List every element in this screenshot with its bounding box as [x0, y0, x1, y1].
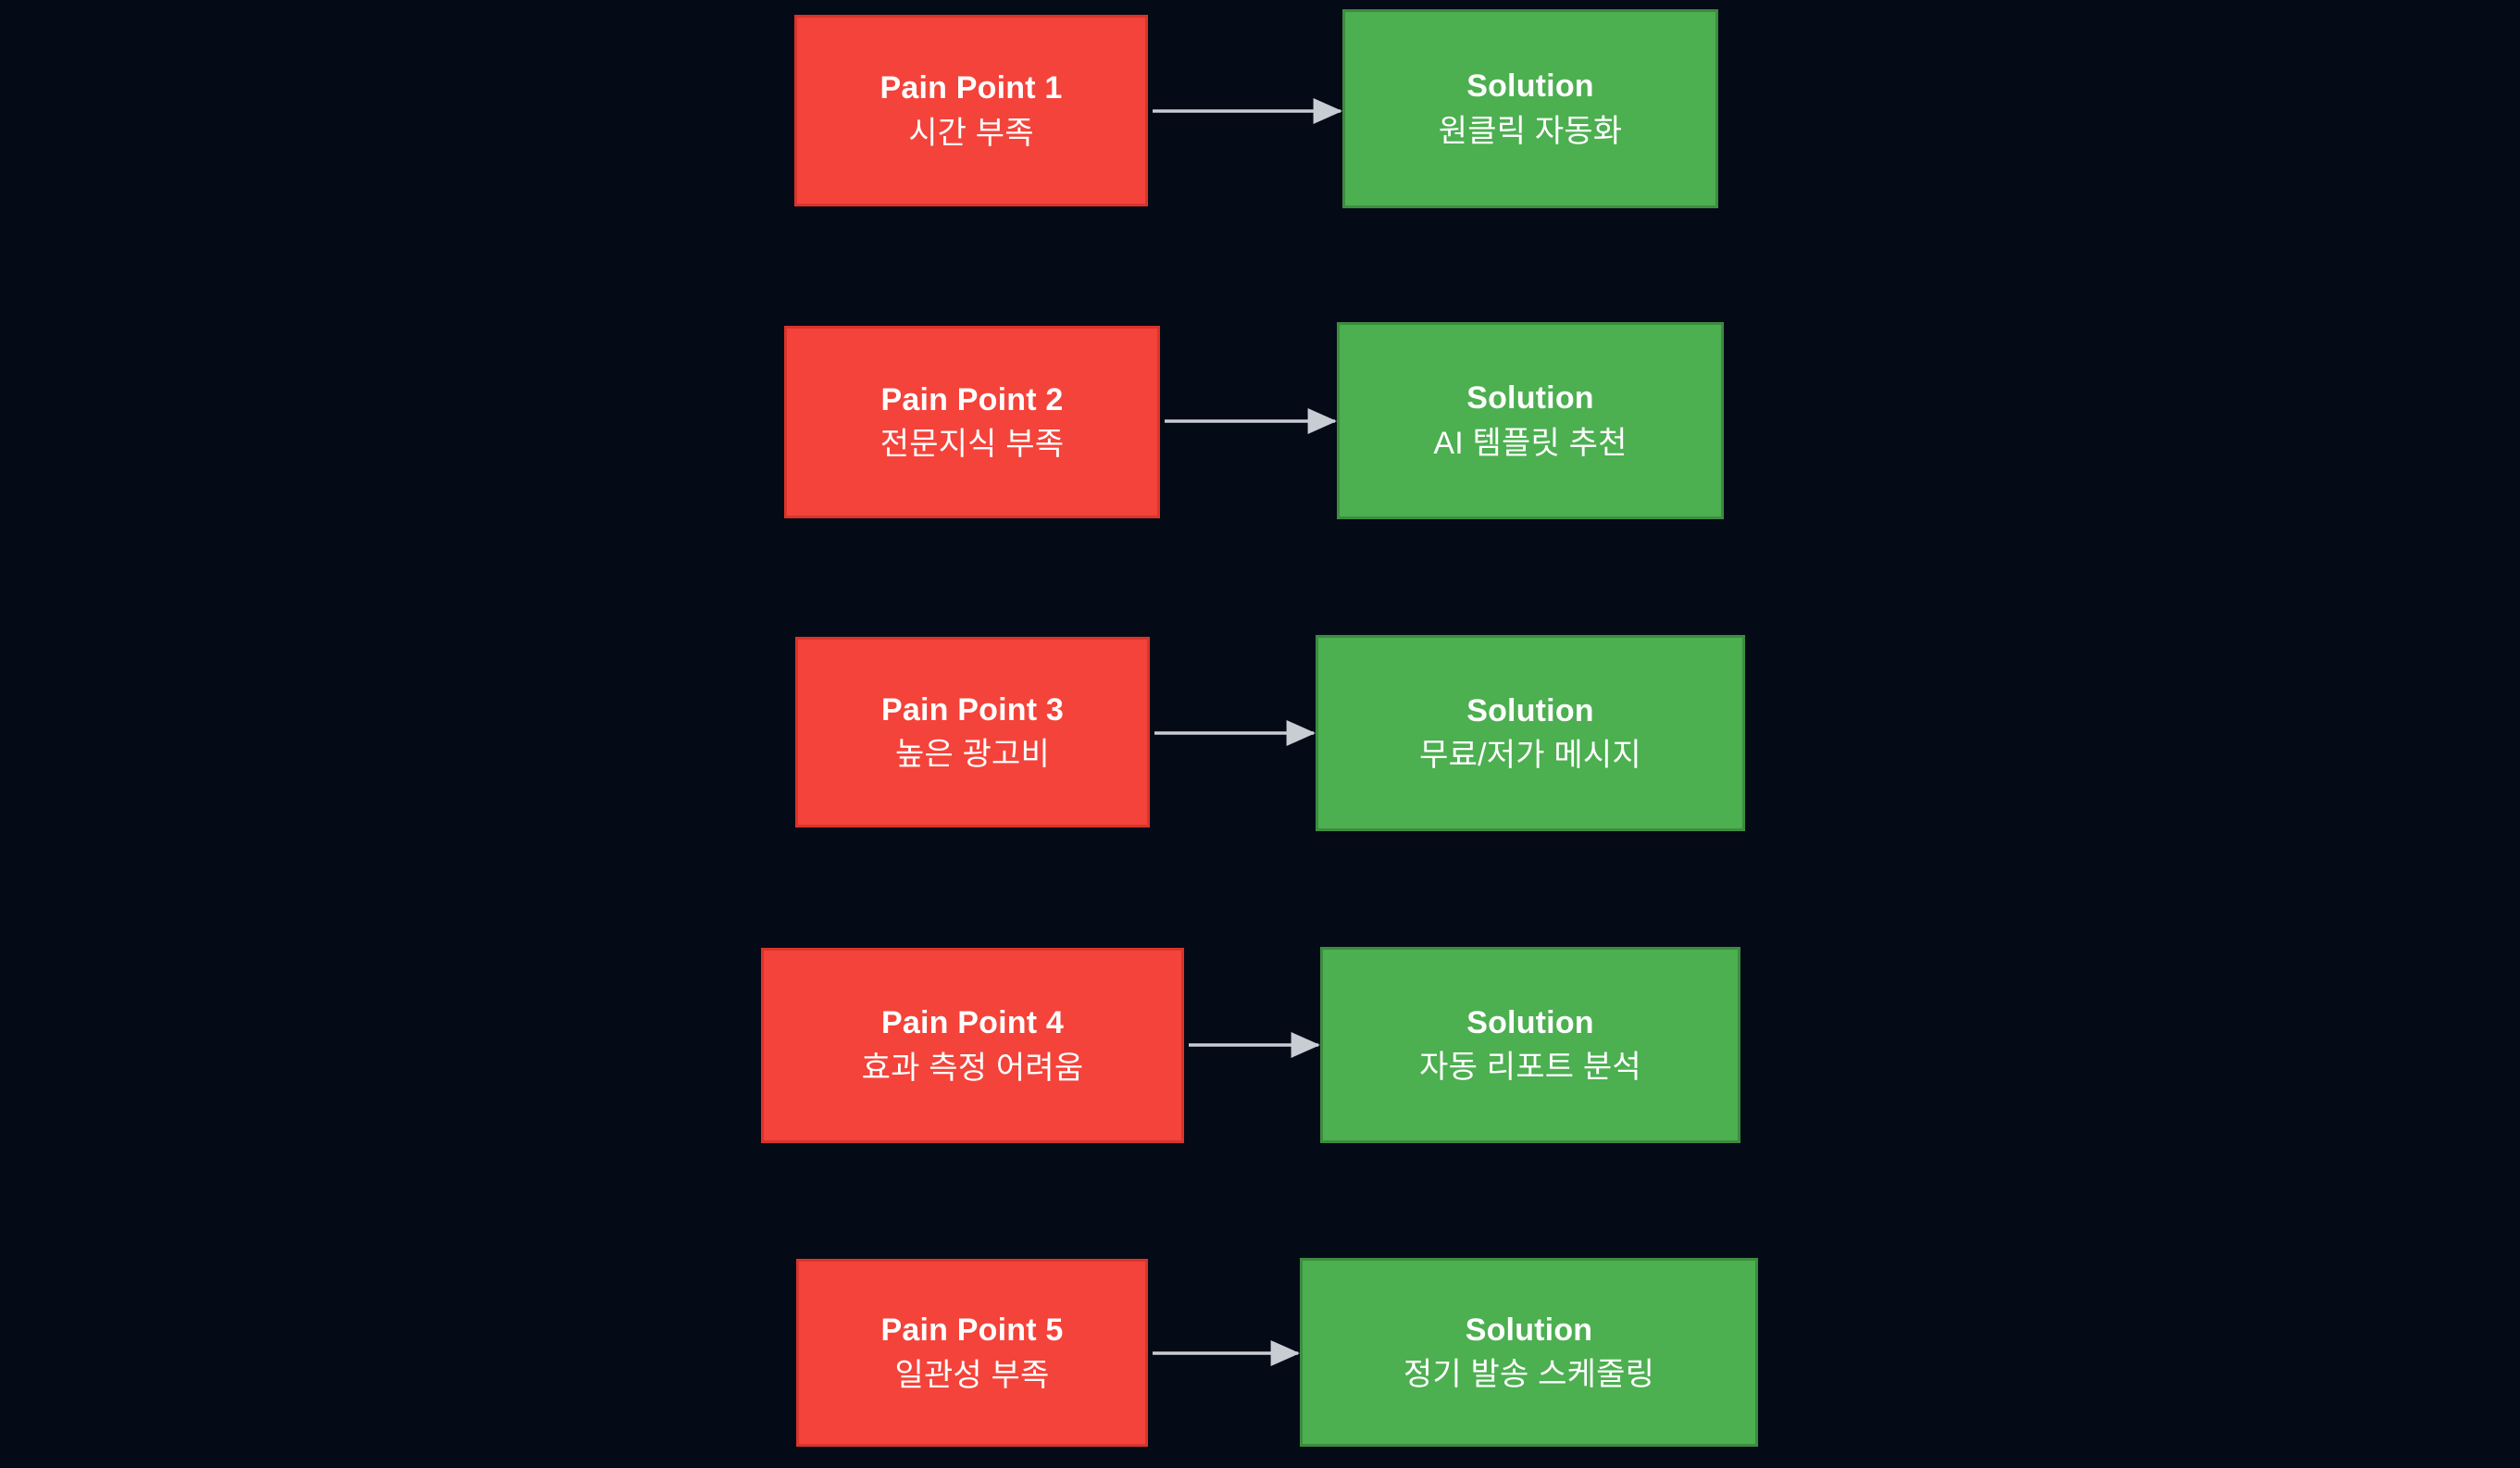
pain-point-node-1[interactable]: Pain Point 1 시간 부족 [794, 15, 1148, 206]
solution-node-detail: 자동 리포트 분석 [1419, 1050, 1641, 1085]
solution-node-title: Solution [1465, 1312, 1593, 1348]
solution-node-title: Solution [1466, 1004, 1594, 1040]
pain-node-title: Pain Point 5 [880, 1312, 1064, 1349]
pain-node-detail: 시간 부족 [908, 115, 1034, 151]
solution-node-2[interactable]: Solution AI 템플릿 추천 [1337, 322, 1724, 519]
pain-node-title: Pain Point 2 [880, 381, 1064, 417]
pain-point-node-5[interactable]: Pain Point 5 일관성 부족 [796, 1259, 1148, 1447]
pain-node-title: Pain Point 4 [881, 1005, 1064, 1041]
solution-node-5[interactable]: Solution 정기 발송 스케줄링 [1300, 1258, 1758, 1447]
pain-point-node-2[interactable]: Pain Point 2 전문지식 부족 [784, 326, 1160, 518]
pain-node-detail: 일관성 부족 [894, 1357, 1050, 1393]
solution-node-title: Solution [1466, 380, 1594, 417]
pain-node-detail: 전문지식 부족 [880, 427, 1065, 462]
solution-node-title: Solution [1466, 692, 1594, 728]
pain-point-node-4[interactable]: Pain Point 4 효과 측정 어려움 [761, 948, 1184, 1143]
solution-node-detail: 정기 발송 스케줄링 [1403, 1357, 1655, 1392]
pain-node-title: Pain Point 3 [881, 691, 1064, 728]
solution-node-detail: 무료/저가 메시지 [1419, 738, 1641, 773]
solution-node-1[interactable]: Solution 원클릭 자동화 [1342, 9, 1718, 208]
pain-point-node-3[interactable]: Pain Point 3 높은 광고비 [795, 637, 1150, 827]
pain-node-title: Pain Point 1 [880, 70, 1063, 106]
solution-node-detail: AI 템플릿 추천 [1433, 425, 1628, 461]
pain-node-detail: 효과 측정 어려움 [861, 1050, 1084, 1086]
solution-node-4[interactable]: Solution 자동 리포트 분석 [1320, 947, 1740, 1143]
solution-node-title: Solution [1466, 68, 1594, 105]
solution-node-detail: 원클릭 자동화 [1438, 113, 1623, 149]
pain-node-detail: 높은 광고비 [894, 737, 1051, 772]
solution-node-3[interactable]: Solution 무료/저가 메시지 [1316, 635, 1745, 831]
